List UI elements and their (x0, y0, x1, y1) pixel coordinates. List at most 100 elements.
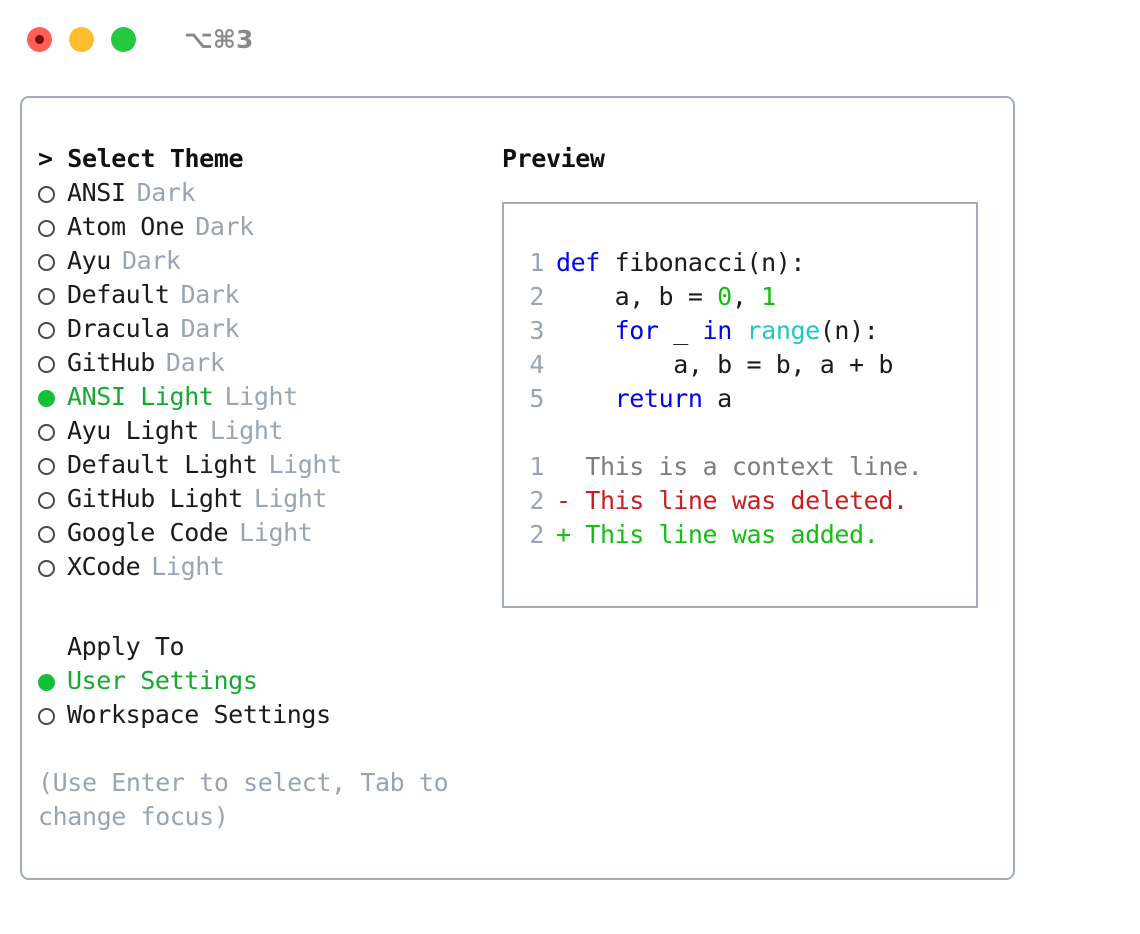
code-token: (n): (819, 316, 879, 345)
code-line-number: 4 (529, 350, 544, 379)
radio-unselected-icon[interactable] (38, 185, 55, 203)
select-theme-heading: > Select Theme (38, 144, 244, 173)
theme-option-label: Ayu Light (67, 416, 199, 445)
theme-option-variant: Light (151, 552, 225, 581)
code-line-text: a, b = 0, 1 (556, 280, 777, 314)
diff-line-text: + This line was added. (556, 520, 879, 549)
radio-unselected-icon[interactable] (38, 321, 55, 339)
diff-line-number: 2 (529, 486, 544, 515)
code-token: fibonacci(n): (614, 248, 806, 277)
radio-selected-icon[interactable] (38, 389, 55, 407)
code-line-number: 3 (529, 316, 544, 345)
diff-line-number: 1 (529, 452, 544, 481)
theme-option-label: Atom One (67, 212, 185, 241)
radio-unselected-icon[interactable] (38, 491, 55, 509)
theme-option[interactable]: ANSI Light Light (38, 380, 488, 414)
diff-line-text: This is a context line. (556, 452, 923, 481)
theme-option-variant: Light (224, 382, 299, 411)
theme-option[interactable]: Atom One Dark (38, 210, 488, 244)
theme-option-label: GitHub Light (67, 484, 243, 513)
apply-to-option-label: Workspace Settings (67, 700, 331, 729)
radio-unselected-icon[interactable] (38, 287, 55, 305)
code-token: , (731, 282, 762, 311)
theme-option-label: Google Code (67, 518, 229, 547)
code-line: 2 a, b = 0, 1 (516, 280, 972, 314)
diff-line: 1 This is a context line. (516, 450, 972, 484)
window-controls (27, 26, 136, 52)
minimize-window-button[interactable] (69, 26, 94, 52)
code-token: return (614, 384, 703, 413)
theme-option-variant: Light (209, 416, 284, 445)
theme-option[interactable]: Default Light Light (38, 448, 488, 482)
maximize-window-button[interactable] (111, 26, 136, 52)
radio-selected-icon[interactable] (38, 673, 55, 691)
code-line: 3 for _ in range(n): (516, 314, 972, 348)
diff-line: 2- This line was deleted. (516, 484, 972, 518)
theme-option[interactable]: XCode Light (38, 550, 488, 584)
code-token: _ (658, 316, 703, 345)
code-token: a, b = (556, 282, 718, 311)
radio-unselected-icon[interactable] (38, 219, 55, 237)
theme-option-label: Default Light (67, 450, 258, 479)
code-token: def (556, 248, 615, 277)
code-line-text: for _ in range(n): (556, 314, 879, 348)
theme-option-variant: Light (253, 484, 328, 513)
code-token (556, 316, 615, 345)
code-line-number: 5 (529, 384, 544, 413)
radio-unselected-icon[interactable] (38, 707, 55, 725)
apply-to-option-label: User Settings (67, 666, 258, 695)
code-line-text: def fibonacci(n): (556, 246, 805, 280)
code-diff-separator (516, 416, 972, 450)
keyboard-hint-text: (Use Enter to select, Tab to change focu… (38, 768, 449, 831)
theme-option[interactable]: GitHub Dark (38, 346, 488, 380)
theme-option-variant: Dark (195, 212, 254, 241)
theme-option-variant: Dark (165, 348, 225, 377)
code-line: 5 return a (516, 382, 972, 416)
diff-line-number: 2 (529, 520, 544, 549)
theme-option[interactable]: GitHub Light Light (38, 482, 488, 516)
code-line-text: return a (556, 382, 733, 416)
code-token: 1 (761, 282, 776, 311)
theme-option-label: GitHub (67, 348, 155, 377)
code-line: 1 def fibonacci(n): (516, 246, 972, 280)
apply-to-option[interactable]: Workspace Settings (38, 698, 488, 732)
radio-unselected-icon[interactable] (38, 559, 55, 577)
apply-to-heading: Apply To (67, 632, 185, 661)
theme-option-variant: Dark (180, 314, 240, 343)
code-line-text: a, b = b, a + b (556, 348, 893, 382)
radio-unselected-icon[interactable] (38, 525, 55, 543)
theme-option[interactable]: ANSI Dark (38, 176, 488, 210)
code-line-number: 1 (529, 248, 544, 277)
radio-unselected-icon[interactable] (38, 253, 55, 271)
code-token: a, b = b, a + b (556, 350, 893, 379)
theme-option-variant: Dark (121, 246, 181, 275)
radio-unselected-icon[interactable] (38, 355, 55, 373)
close-window-button[interactable] (27, 26, 52, 52)
theme-option-label: Dracula (67, 314, 170, 343)
theme-option-label: Ayu (67, 246, 111, 275)
theme-option-label: ANSI Light (67, 382, 214, 411)
theme-option-label: ANSI (67, 178, 126, 207)
radio-unselected-icon[interactable] (38, 457, 55, 475)
title-bar: ⌥⌘3 (0, 0, 1140, 78)
theme-option-variant: Dark (136, 178, 196, 207)
close-icon (35, 34, 44, 44)
theme-option[interactable]: Ayu Dark (38, 244, 488, 278)
code-token: for (614, 316, 659, 345)
theme-option[interactable]: Ayu Light Light (38, 414, 488, 448)
theme-option[interactable]: Dracula Dark (38, 312, 488, 346)
code-token: range (746, 316, 821, 345)
diff-sample: 1 This is a context line.2- This line wa… (516, 450, 972, 552)
radio-unselected-icon[interactable] (38, 423, 55, 441)
apply-to-option[interactable]: User Settings (38, 664, 488, 698)
theme-option-label: XCode (67, 552, 141, 581)
theme-option-variant: Light (268, 450, 342, 479)
